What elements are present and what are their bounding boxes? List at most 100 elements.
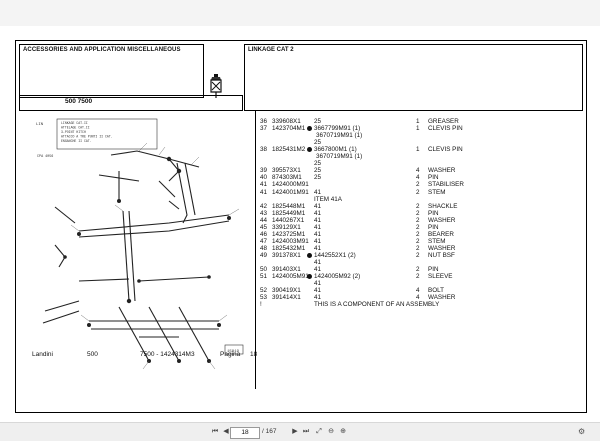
description: CLEVIS PIN — [428, 146, 463, 154]
item-number: 49 — [260, 251, 268, 259]
linkage-drawing: LIN LINKAGE CAT.II ATTELAGE CAT.II 3-POI… — [21, 118, 244, 370]
quantity: 2 — [416, 209, 420, 217]
reference: 1424005M92 (2) — [314, 273, 361, 281]
parts-row: !THIS IS A COMPONENT OF AN ASSEMBLY — [256, 301, 584, 309]
item-number: 48 — [260, 244, 268, 252]
description: GREASER — [428, 118, 459, 125]
parts-row: 48 1825432M1 41 2 WASHER — [256, 245, 584, 253]
description: BEARER — [428, 230, 454, 238]
parts-row: 3670719M91 (1) — [256, 132, 584, 140]
description: PIN — [428, 266, 439, 274]
reference: 41 — [314, 244, 322, 252]
part-number: 391378X1 — [272, 251, 301, 259]
part-number: 339129X1 — [272, 223, 301, 231]
part-number: 1424005M91 — [272, 273, 309, 281]
part-number: 1423725M1 — [272, 230, 306, 238]
part-number: 395573X1 — [272, 167, 301, 175]
part-number: 1825432M1 — [272, 244, 306, 252]
part-number: 1825448M1 — [272, 202, 306, 210]
model-label: 500 7500 — [65, 98, 93, 105]
part-number: 391414X1 — [272, 294, 301, 302]
parts-row: 41 — [256, 280, 584, 288]
footer-model: 500 — [87, 351, 98, 358]
part-number: 339608X1 — [272, 118, 301, 125]
replacement-bullet-icon — [307, 147, 312, 153]
top-strip — [0, 0, 600, 26]
reference: ITEM 41A — [314, 195, 342, 203]
caption-line-4: ATTACCO A TRE PUNTI II CAT. — [61, 135, 113, 139]
parts-row: ITEM 41A — [256, 196, 584, 204]
replacement-bullet-icon — [307, 274, 312, 280]
part-number: 1423704M1 — [272, 125, 306, 133]
model-bar: 500 7500 — [19, 95, 243, 111]
exploded-drawing: LIN LINKAGE CAT.II ATTELAGE CAT.II 3-POI… — [19, 111, 256, 389]
part-number: 1825431M2 — [272, 146, 306, 154]
item-number: 53 — [260, 294, 268, 302]
description: WASHER — [428, 244, 456, 252]
item-number: 41 — [260, 181, 268, 189]
quantity: 2 — [416, 237, 420, 245]
quantity: 1 — [416, 146, 420, 154]
description: PIN — [428, 209, 439, 217]
description: STEM — [428, 188, 446, 196]
reference: 25 — [314, 160, 322, 168]
item-number: 47 — [260, 237, 268, 245]
section-title: ACCESSORIES AND APPLICATION MISCELLANEOU… — [23, 47, 181, 53]
next-page-button[interactable]: ▶ — [292, 428, 298, 435]
reference: 41 — [314, 209, 322, 217]
drawing-code-right: 15819 — [227, 350, 240, 354]
quantity: 2 — [416, 244, 420, 252]
part-number: 1424000M91 — [272, 181, 309, 189]
catalog-page: ACCESSORIES AND APPLICATION MISCELLANEOU… — [15, 40, 587, 413]
quantity: 4 — [416, 287, 420, 295]
footer-page-number: 18 — [250, 351, 258, 358]
drawing-code-mid: CPA 4056 — [37, 155, 53, 159]
reference: 41 — [314, 294, 322, 302]
parts-row: 41 — [256, 259, 584, 267]
replacement-bullet-icon — [307, 252, 312, 258]
quantity: 4 — [416, 167, 420, 175]
zoom-out-icon[interactable]: ⊖ — [328, 428, 334, 435]
page-number-input[interactable]: 18 — [230, 427, 260, 439]
reference: 41 — [314, 287, 322, 295]
item-number: 45 — [260, 223, 268, 231]
description: CLEVIS PIN — [428, 125, 463, 133]
part-number: 391403X1 — [272, 266, 301, 274]
description: WASHER — [428, 294, 456, 302]
description: PIN — [428, 223, 439, 231]
first-page-button[interactable]: ⏮ — [211, 428, 219, 435]
quantity: 1 — [416, 118, 420, 125]
zoom-in-icon[interactable]: ⊕ — [340, 428, 346, 435]
quantity: 2 — [416, 251, 420, 259]
quantity: 4 — [416, 294, 420, 302]
item-number: 41 — [260, 188, 268, 196]
part-number: 1424003M91 — [272, 237, 309, 245]
last-page-button[interactable]: ⏭ — [302, 428, 310, 435]
item-number: ! — [260, 301, 262, 309]
previous-page-button[interactable]: ◀ — [223, 428, 229, 435]
group-title: LINKAGE CAT 2 — [248, 47, 294, 53]
quantity: 2 — [416, 230, 420, 238]
reference: 3667799M91 (1) — [314, 125, 361, 133]
item-number: 38 — [260, 146, 268, 154]
reference: 41 — [314, 223, 322, 231]
reference: 41 — [314, 188, 322, 196]
item-number: 50 — [260, 266, 268, 274]
replacement-bullet-icon — [307, 126, 312, 132]
fit-page-icon[interactable]: ⤢ — [316, 428, 322, 435]
item-number: 36 — [260, 118, 268, 125]
reference: 1442552X1 (2) — [314, 251, 356, 259]
reference: 41 — [314, 230, 322, 238]
description: WASHER — [428, 167, 456, 175]
settings-icon[interactable]: ⚙ — [578, 427, 586, 436]
reference: 25 — [314, 167, 322, 175]
